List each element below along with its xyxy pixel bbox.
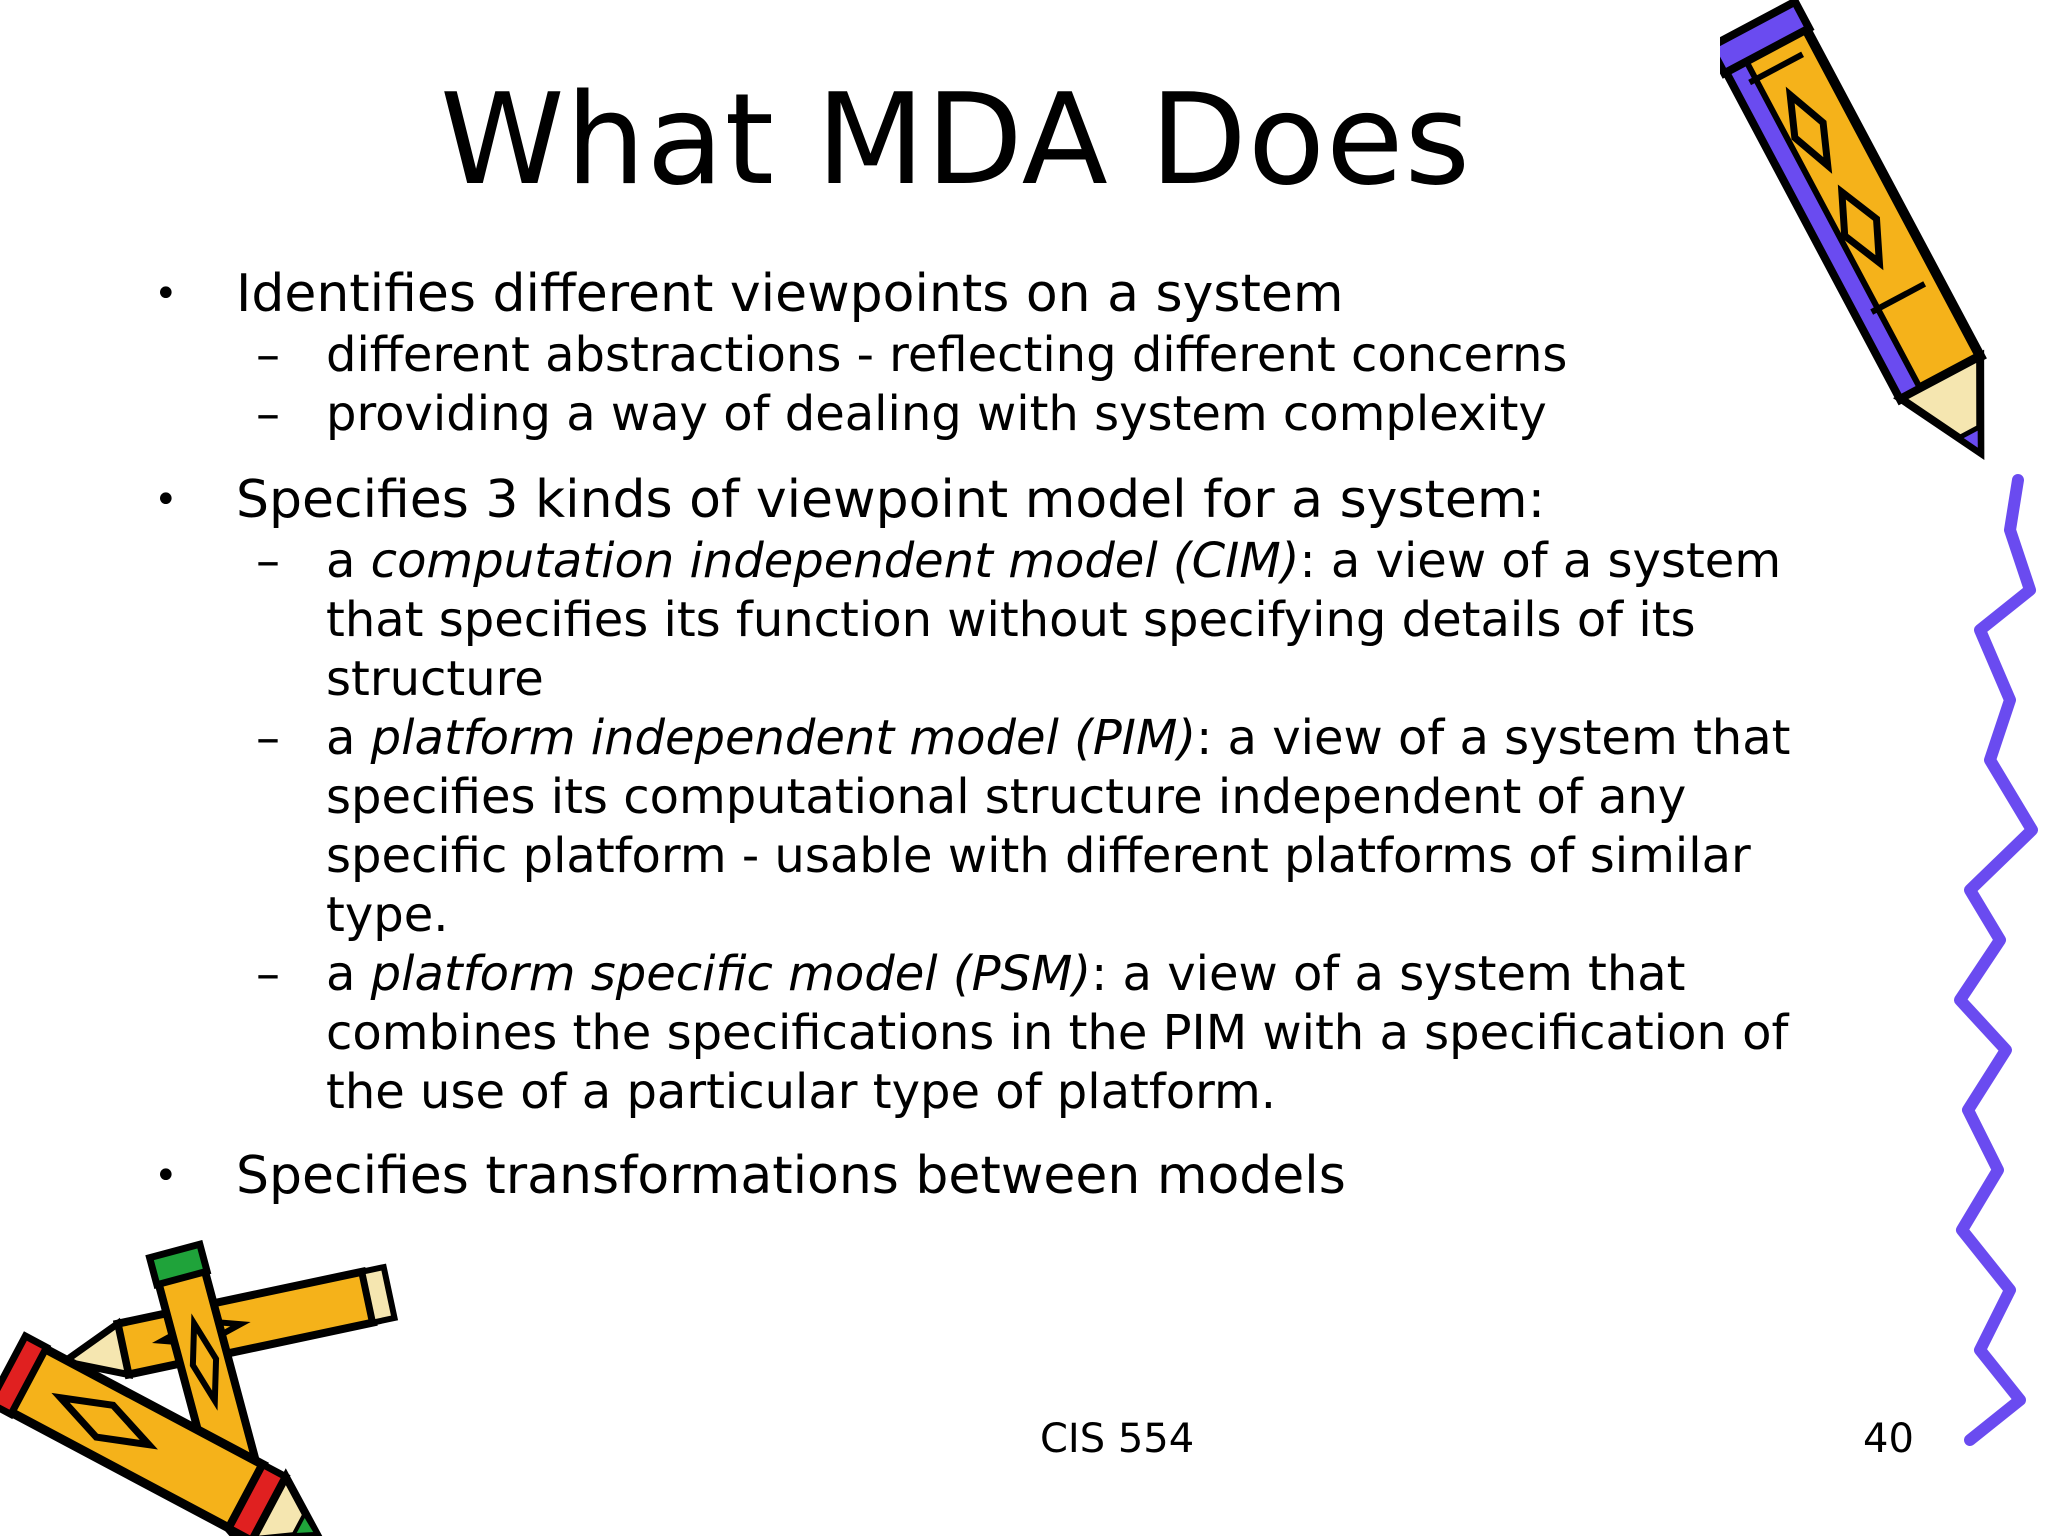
bullet-item: • Identifies different viewpoints on a s…	[150, 262, 1850, 326]
bullet-item: • Specifies 3 kinds of viewpoint model f…	[150, 468, 1850, 532]
footer-course: CIS 554	[1040, 1416, 1195, 1462]
bullet-text: Specifies transformations between models	[236, 1146, 1346, 1206]
sub-bullet-text: providing a way of dealing with system c…	[326, 386, 1547, 442]
bullet-text: Identifies different viewpoints on a sys…	[236, 264, 1344, 324]
sub-bullet-term: platform specific model (PSM)	[370, 946, 1092, 1002]
sub-bullet-item: – providing a way of dealing with system…	[150, 385, 1800, 444]
squiggle-line-icon	[1954, 474, 2038, 1446]
bullet-glyph: •	[154, 477, 178, 523]
crossed-pencils-icon	[0, 1240, 399, 1536]
sub-bullet-prefix: a	[326, 946, 371, 1002]
dash-glyph: –	[256, 386, 280, 442]
dash-glyph: –	[256, 533, 280, 589]
pencil-icon	[1720, 0, 1987, 461]
sub-bullet-prefix: a	[326, 533, 371, 589]
sub-bullet-text: different abstractions - reflecting diff…	[326, 327, 1568, 383]
sub-bullet-prefix: a	[326, 710, 371, 766]
sub-bullet-term: computation independent model (CIM)	[370, 533, 1300, 589]
bullet-glyph: •	[154, 271, 178, 317]
sub-bullet-rest: : a view of a system that specifies its …	[326, 710, 1791, 943]
sub-bullet-rest: : a view of a system that combines the s…	[326, 946, 1789, 1120]
sub-bullet-rest: : a view of a system that specifies its …	[326, 533, 1782, 707]
sub-bullet-term: platform independent model (PIM)	[370, 710, 1197, 766]
slide-title: What MDA Does	[440, 66, 1472, 213]
page-number: 40	[1863, 1416, 1914, 1462]
dash-glyph: –	[256, 946, 280, 1002]
dash-glyph: –	[256, 710, 280, 766]
sub-bullet-item: – a platform independent model (PIM): a …	[150, 709, 1800, 945]
bullet-text: Specifies 3 kinds of viewpoint model for…	[236, 470, 1546, 530]
bullet-glyph: •	[154, 1153, 178, 1199]
bullet-item: • Specifies transformations between mode…	[150, 1144, 1850, 1208]
slide-content: • Identifies different viewpoints on a s…	[150, 262, 1850, 1208]
sub-bullet-item: – different abstractions - reflecting di…	[150, 326, 1800, 385]
dash-glyph: –	[256, 327, 280, 383]
sub-bullet-item: – a platform specific model (PSM): a vie…	[150, 945, 1800, 1122]
sub-bullet-item: – a computation independent model (CIM):…	[150, 532, 1800, 709]
